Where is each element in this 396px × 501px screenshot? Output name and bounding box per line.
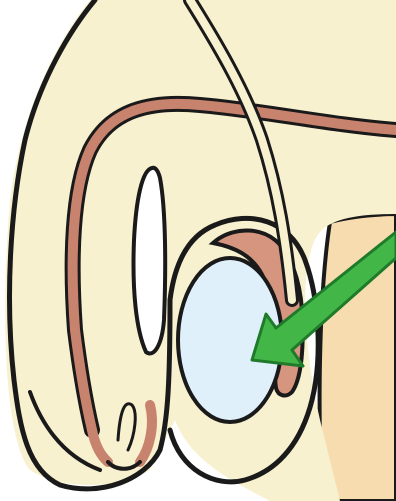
urethra-channel [134, 168, 166, 354]
